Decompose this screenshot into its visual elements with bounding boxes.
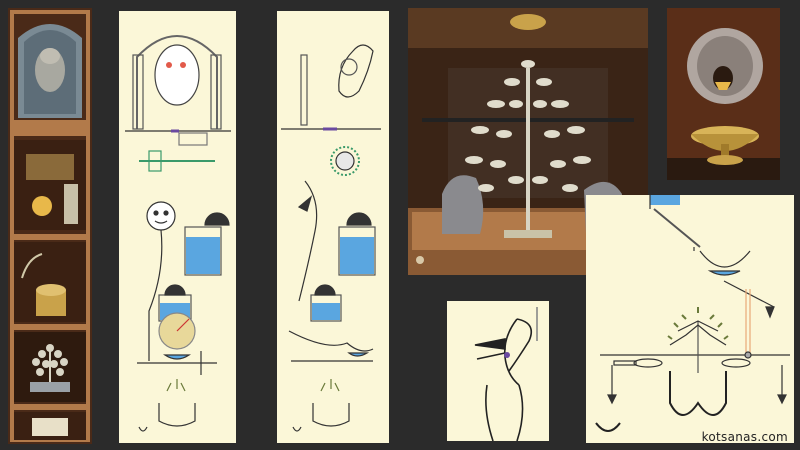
- schematic-profile-panel: [277, 11, 389, 443]
- schematic-arch-panel: [119, 11, 236, 443]
- watermark-text: kotsanas.com: [702, 430, 788, 444]
- mechanism-schematic-panel: [586, 195, 794, 443]
- bird-detail-panel: [447, 301, 549, 441]
- cabinet-photo: [8, 8, 92, 444]
- lion-head-photo: [667, 8, 780, 180]
